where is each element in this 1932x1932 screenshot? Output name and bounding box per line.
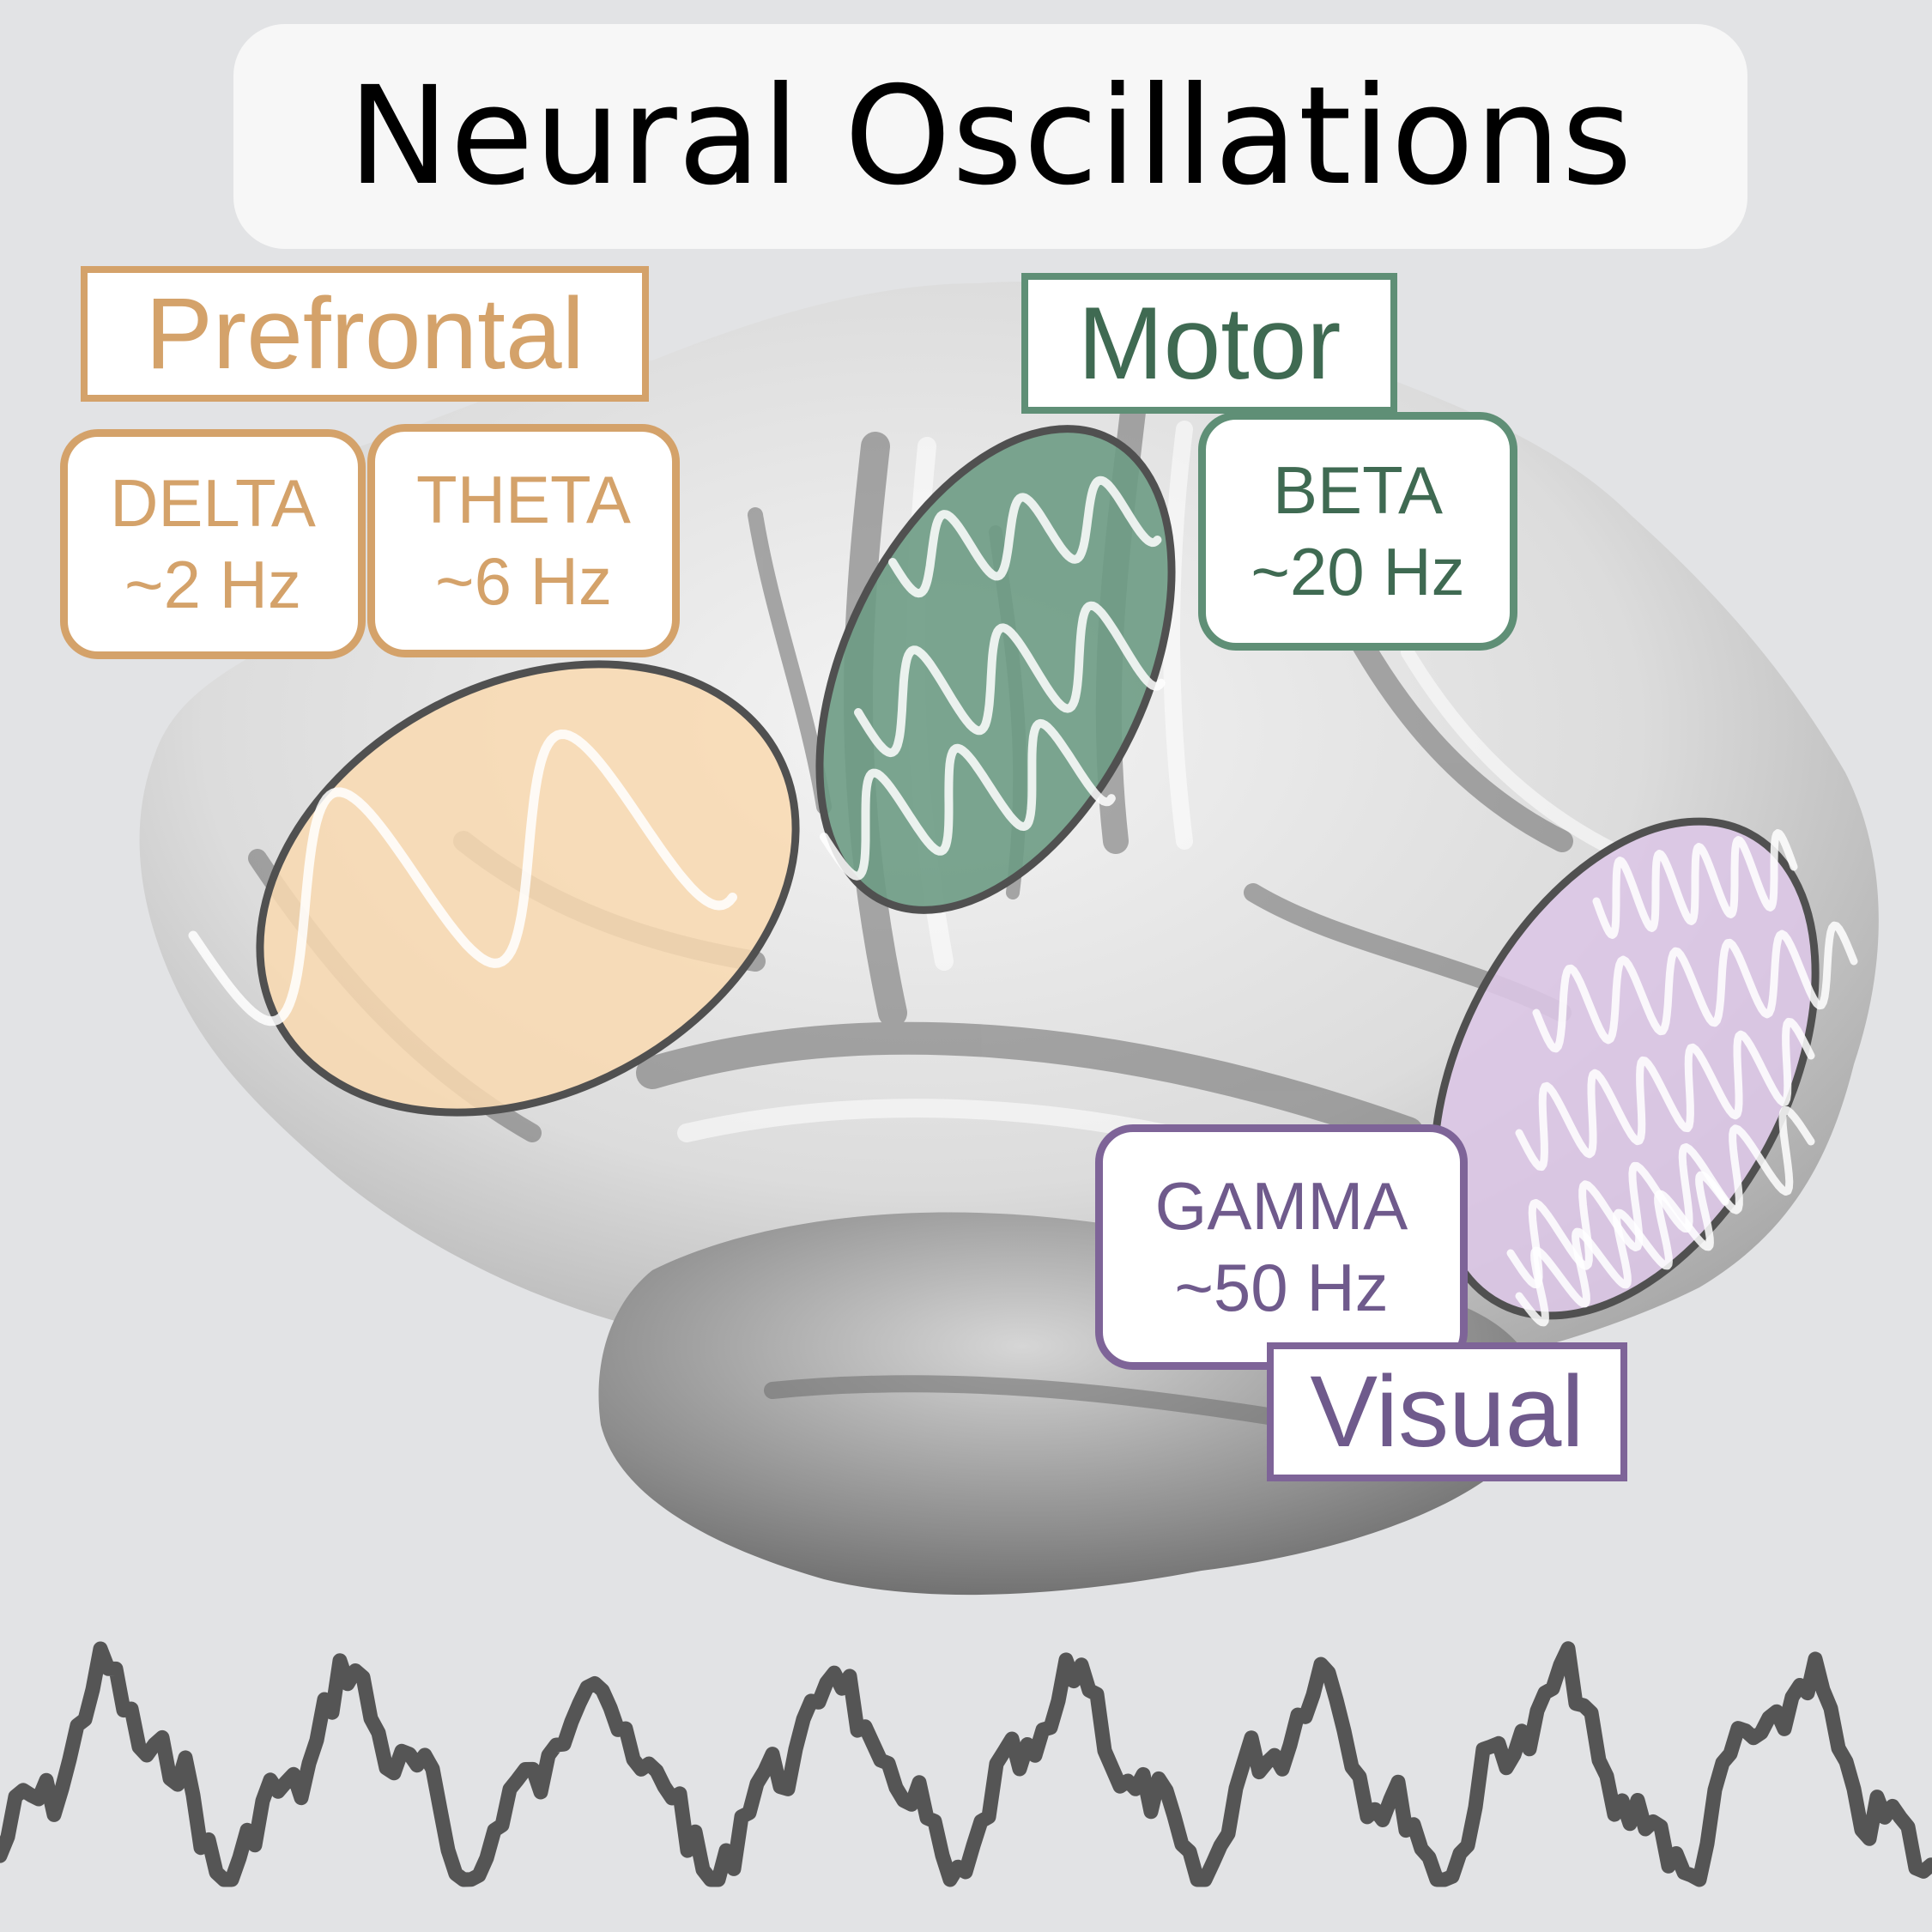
delta-band-name: DELTA (110, 464, 316, 541)
visual-label-text: Visual (1310, 1355, 1584, 1469)
beta-band-box: BETA ~20 Hz (1198, 412, 1517, 651)
prefrontal-label-text: Prefrontal (145, 277, 584, 391)
page-title: Neural Oscillations (348, 58, 1633, 215)
visual-region (1430, 817, 1858, 1327)
beta-band-name: BETA (1273, 451, 1443, 528)
motor-label-text: Motor (1077, 286, 1341, 401)
gamma-band-name: GAMMA (1154, 1167, 1408, 1244)
prefrontal-label: Prefrontal (81, 266, 649, 402)
sine-wave-icon (1515, 1171, 1729, 1327)
sine-wave-icon (1592, 829, 1798, 939)
beta-band-freq: ~20 Hz (1251, 534, 1465, 609)
sine-wave-icon (1532, 921, 1858, 1053)
sine-wave-icon (854, 601, 1166, 758)
delta-band-freq: ~2 Hz (124, 547, 301, 622)
sine-wave-icon (188, 730, 737, 1027)
prefrontal-region (188, 660, 800, 1117)
visual-label: Visual (1267, 1342, 1627, 1481)
sine-wave-icon (1515, 1017, 1815, 1172)
theta-band-box: THETA ~6 Hz (367, 424, 680, 657)
title-banner: Neural Oscillations (233, 24, 1747, 249)
theta-band-name: THETA (416, 461, 631, 537)
sine-wave-icon (888, 475, 1162, 598)
sine-wave-icon (820, 718, 1116, 881)
motor-region (815, 425, 1176, 914)
delta-band-box: DELTA ~2 Hz (60, 429, 366, 659)
motor-label: Motor (1021, 273, 1397, 414)
gamma-band-box: GAMMA ~50 Hz (1095, 1124, 1468, 1370)
theta-band-freq: ~6 Hz (435, 543, 612, 619)
eeg-trace (0, 1641, 1932, 1887)
gamma-band-freq: ~50 Hz (1174, 1250, 1389, 1325)
